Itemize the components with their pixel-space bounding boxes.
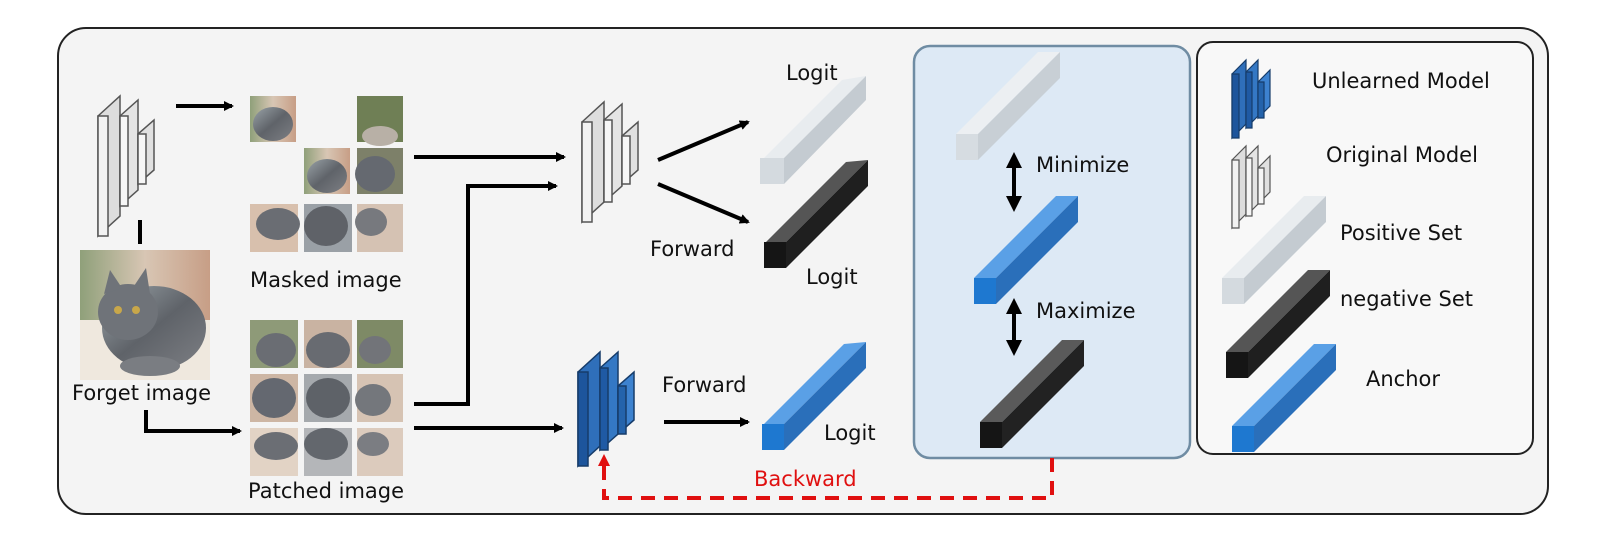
patched-image-grid <box>250 320 403 476</box>
legend-negative-icon <box>1226 270 1330 378</box>
logit-mid-label: Logit <box>806 265 858 289</box>
arrow-original-to-logit-top <box>657 120 750 162</box>
legend-anchor-icon <box>1232 344 1336 452</box>
arrow-patched-to-original <box>414 181 558 406</box>
patched-image-label: Patched image <box>248 479 404 503</box>
forward-bottom-label: Forward <box>662 373 746 397</box>
minimize-label: Minimize <box>1036 153 1129 177</box>
masked-image-grid <box>250 96 403 252</box>
backward-label: Backward <box>754 467 857 491</box>
masked-image-label: Masked image <box>250 268 402 292</box>
logit-anchor-bar <box>762 342 866 450</box>
logit-bottom-label: Logit <box>824 421 876 445</box>
arrow-forget-to-patched <box>144 410 242 436</box>
legend-unlearned-icon <box>1231 58 1271 140</box>
arrow-original-to-logit-mid <box>657 182 750 224</box>
compare-negative-bar <box>980 340 1084 448</box>
original-model-icon-left <box>97 94 155 238</box>
legend-panel <box>1196 41 1534 455</box>
logit-top-label: Logit <box>786 61 838 85</box>
legend-negative-label: negative Set <box>1340 287 1473 311</box>
forget-image <box>80 250 210 380</box>
original-model-icon-center <box>581 100 639 224</box>
maximize-label: Maximize <box>1036 299 1135 323</box>
logit-negative-bar <box>764 160 868 268</box>
legend-original-label: Original Model <box>1326 143 1478 167</box>
backward-dashed-path <box>598 454 1054 500</box>
logit-positive-bar <box>760 76 866 184</box>
compare-anchor-bar <box>974 196 1078 304</box>
forget-image-label: Forget image <box>72 381 211 405</box>
legend-original-icon <box>1231 144 1271 230</box>
unlearned-model-icon <box>577 350 635 468</box>
legend-anchor-label: Anchor <box>1366 367 1440 391</box>
compare-positive-bar <box>956 52 1060 160</box>
legend-positive-icon <box>1222 196 1326 304</box>
forward-top-label: Forward <box>650 237 734 261</box>
legend-unlearned-label: Unlearned Model <box>1312 69 1490 93</box>
legend-positive-label: Positive Set <box>1340 221 1462 245</box>
